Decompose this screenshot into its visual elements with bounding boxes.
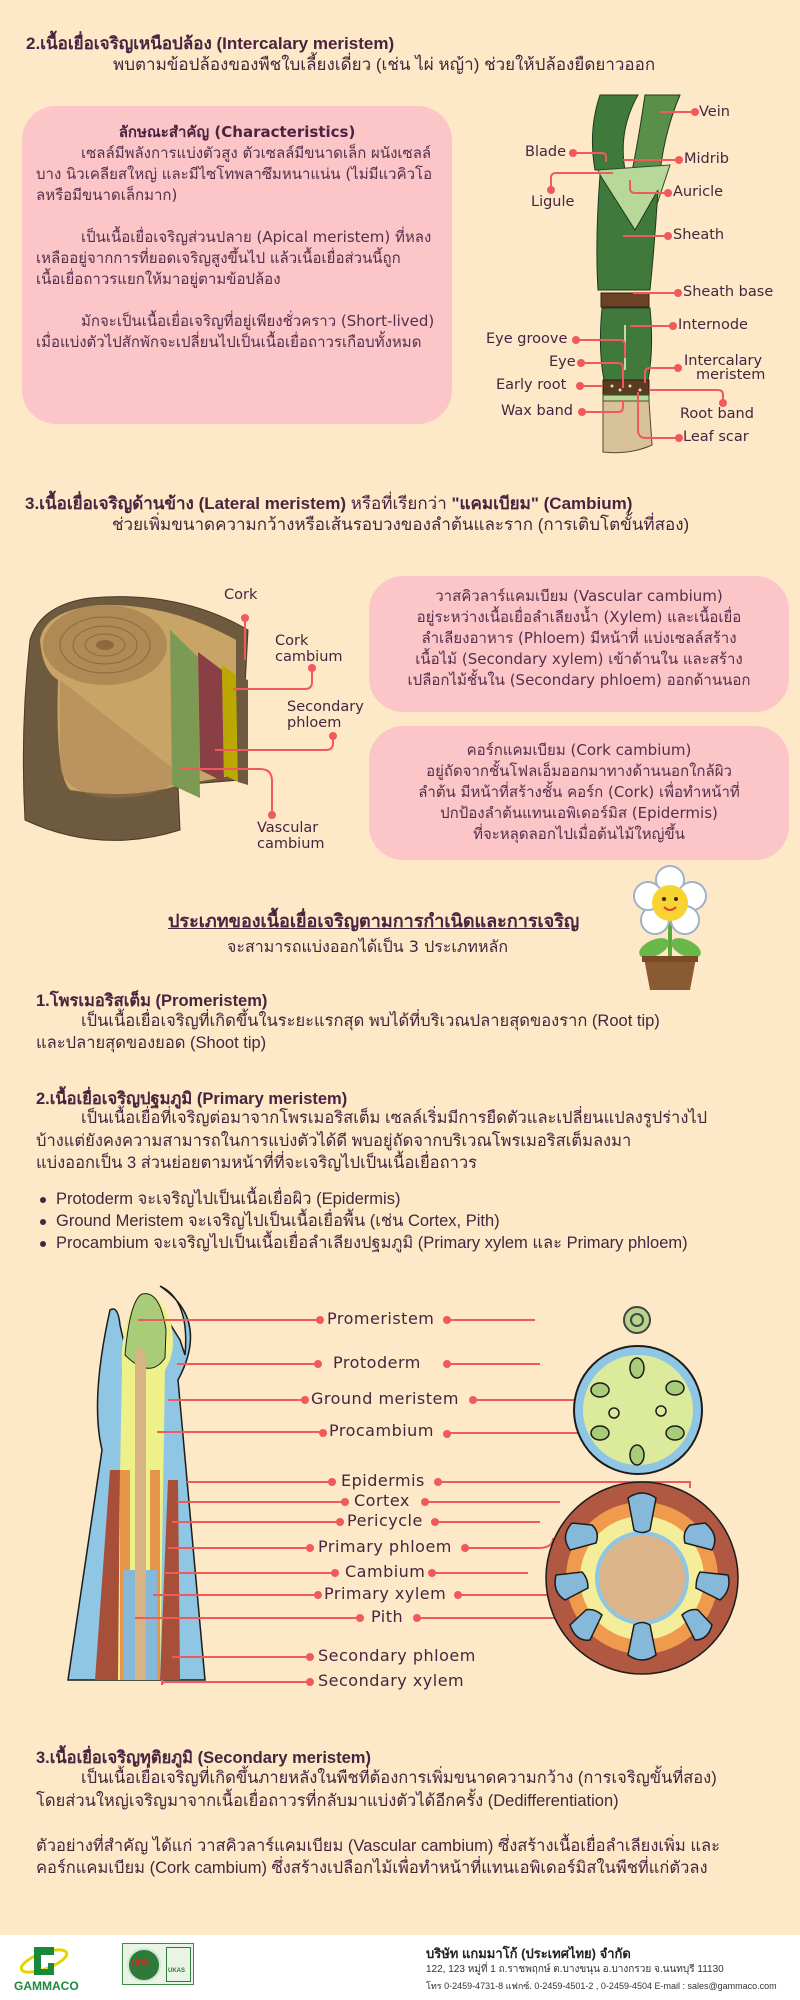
company-name: บริษัท แกมมาโก้ (ประเทศไทย) จำกัด <box>426 1946 631 1961</box>
label-leaf-scar: Leaf scar <box>683 429 749 445</box>
stalk-illustration <box>547 94 727 454</box>
label-pericycle: Pericycle <box>347 1511 423 1530</box>
label-eye: Eye <box>549 354 576 370</box>
characteristics-para-3: มักจะเป็นเนื้อเยื่อเจริญที่อยู่เพียงชั่ว… <box>36 312 435 351</box>
label-cork-cambium-2: cambium <box>275 649 343 665</box>
secondary-line-2: โดยส่วนใหญ่เจริญมาจากเนื้อเยื่อถาวรที่กล… <box>36 1792 619 1810</box>
cork-line-3: ลำต้น มีหน้าที่สร้างชั้น คอร์ก (Cork) เพ… <box>418 783 740 801</box>
label-intercalary-1: Intercalary <box>684 353 763 369</box>
primary-line-1: เป็นเนื้อเยื่อที่เจริญต่อมาจากโพรเมอริสเ… <box>81 1109 708 1127</box>
label-secondary-phloem: Secondary phloem <box>318 1646 476 1665</box>
flower-pot-icon <box>630 865 710 990</box>
primary-title: 2.เนื้อเยื่อเจริญปฐมภูมิ (Primary merist… <box>36 1090 348 1108</box>
label-blade: Blade <box>525 144 566 160</box>
section3-title: 3.เนื้อเยื่อเจริญด้านข้าง (Lateral meris… <box>25 490 632 517</box>
label-cortex: Cortex <box>354 1491 410 1510</box>
label-auricle: Auricle <box>673 184 724 200</box>
vascular-line-4: เนื้อไม้ (Secondary xylem) เข้าด้านใน แล… <box>415 650 743 668</box>
gammaco-logo: GAMMACO <box>14 1941 79 1995</box>
vascular-line-2: อยู่ระหว่างเนื้อเยื่อลำเลียงน้ำ (Xylem) … <box>416 608 742 626</box>
label-secondary-phloem-1: Secondary <box>287 699 364 715</box>
section3-title-quoted: "แคมเบียม" (Cambium) <box>451 494 633 513</box>
bullet-ground-meristem: Ground Meristem จะเจริญไปเป็นเนื้อเยื่อพ… <box>36 1210 688 1232</box>
label-pith: Pith <box>371 1607 404 1626</box>
section3-subtitle: ช่วยเพิ่มขนาดความกว้างหรือเส้นรอบวงของลำ… <box>112 515 690 534</box>
label-primary-xylem: Primary xylem <box>324 1584 447 1603</box>
label-ground-meristem: Ground meristem <box>311 1389 459 1408</box>
secondary-example-1: ตัวอย่างที่สำคัญ ได้แก่ วาสคิวลาร์แคมเบี… <box>36 1837 720 1855</box>
certification-logos: URS UKAS <box>122 1943 194 1985</box>
characteristics-box: ลักษณะสำคัญ (Characteristics) เซลล์มีพลั… <box>22 106 452 424</box>
label-early-root: Early root <box>496 377 567 393</box>
cork-line-4: ปกป้องลำต้นแทนเอพิเดอร์มิส (Epidermis) <box>440 804 718 822</box>
label-epidermis: Epidermis <box>341 1471 425 1490</box>
promeristem-title: 1.โพรเมอริสเต็ม (Promeristem) <box>36 992 268 1010</box>
label-procambium: Procambium <box>329 1421 434 1440</box>
types-subheading: จะสามารถแบ่งออกได้เป็น 3 ประเภทหลัก <box>227 937 509 956</box>
vascular-cambium-box: วาสคิวลาร์แคมเบียม (Vascular cambium) อย… <box>369 576 789 712</box>
label-secondary-phloem: Secondary phloem <box>287 699 364 731</box>
primary-line-2: บ้างแต่ยังคงความสามารถในการแบ่งตัวได้ดี … <box>36 1132 632 1150</box>
section2-title: 2.เนื้อเยื่อเจริญเหนือปล้อง (Intercalary… <box>26 34 395 53</box>
cork-line-1: คอร์กแคมเบียม (Cork cambium) <box>466 741 692 759</box>
types-heading: ประเภทของเนื้อเยื่อเจริญตามการกำเนิดและก… <box>168 911 580 931</box>
ukas-cert-text: UKAS <box>168 1968 186 1974</box>
label-secondary-phloem-2: phloem <box>287 715 342 731</box>
label-internode: Internode <box>678 317 748 333</box>
bullet-protoderm: Protoderm จะเจริญไปเป็นเนื้อเยื่อผิว (Ep… <box>36 1188 688 1210</box>
label-primary-phloem: Primary phloem <box>318 1537 452 1556</box>
characteristics-para-2: เป็นเนื้อเยื่อเจริญส่วนปลาย (Apical meri… <box>36 228 432 288</box>
label-midrib: Midrib <box>684 151 729 167</box>
label-eye-groove: Eye groove <box>486 331 568 347</box>
label-vein: Vein <box>699 104 730 120</box>
vascular-line-1: วาสคิวลาร์แคมเบียม (Vascular cambium) <box>435 587 723 605</box>
footer: GAMMACO URS UKAS บริษัท แกมมาโก้ (ประเทศ… <box>0 1935 800 2000</box>
cork-cambium-box: คอร์กแคมเบียม (Cork cambium) อยู่ถัดจากช… <box>369 726 789 860</box>
vascular-line-5: เปลือกไม้ชั้นใน (Secondary phloem) ออกด้… <box>407 671 751 689</box>
sugarcane-stalk-diagram: Vein Blade Midrib Ligule Auricle Sheath … <box>460 90 800 470</box>
label-cork: Cork <box>224 587 258 603</box>
label-promeristem: Promeristem <box>327 1309 435 1328</box>
bullet-procambium: Procambium จะเจริญไปเป็นเนื้อเยื่อลำเลีย… <box>36 1232 688 1254</box>
label-vascular-cambium-2: cambium <box>257 836 325 852</box>
characteristics-para-1: เซลล์มีพลังการแบ่งตัวสูง ตัวเซลล์มีขนาดเ… <box>36 144 433 204</box>
section2-subtitle: พบตามข้อปล้องของพืชใบเลี้ยงเดี่ยว (เช่น … <box>113 55 656 74</box>
cork-line-2: อยู่ถัดจากชั้นโฟลเอ็มออกมาทางด้านนอกใกล้… <box>426 762 732 780</box>
section3-title-bold: 3.เนื้อเยื่อเจริญด้านข้าง (Lateral meris… <box>25 494 346 513</box>
label-wax-band: Wax band <box>501 403 573 419</box>
label-cambium: Cambium <box>345 1562 426 1581</box>
cambium-log-diagram: Cork Cork cambium Secondary phloem Vascu… <box>0 570 380 860</box>
promeristem-line-1: เป็นเนื้อเยื่อเจริญที่เกิดขึ้นในระยะแรกส… <box>81 1012 660 1030</box>
primary-line-3: แบ่งออกเป็น 3 ส่วนย่อยตามหน้าที่ที่จะเจร… <box>36 1154 477 1172</box>
promeristem-line-2: และปลายสุดของยอด (Shoot tip) <box>36 1034 267 1052</box>
label-vascular-cambium: Vascular cambium <box>257 820 325 852</box>
label-cork-cambium-1: Cork <box>275 633 309 649</box>
urs-cert-text: URS <box>132 1959 149 1968</box>
label-sheath-base: Sheath base <box>683 284 774 300</box>
primary-bullet-list: Protoderm จะเจริญไปเป็นเนื้อเยื่อผิว (Ep… <box>36 1188 688 1254</box>
log-illustration <box>22 596 337 841</box>
root-tip-diagram: Promeristem Protoderm Ground meristem Pr… <box>60 1280 800 1700</box>
company-contact: โทร 0-2459-4731-8 แฟกซ์. 0-2459-4501-2 ,… <box>426 1981 777 1991</box>
ukas-cert-icon <box>166 1947 191 1982</box>
secondary-example-2: คอร์กแคมเบียม (Cork cambium) ซึ่งสร้างเป… <box>36 1859 708 1877</box>
secondary-title: 3.เนื้อเยื่อเจริญทุติยภูมิ (Secondary me… <box>36 1749 371 1767</box>
section3-title-normal: หรือที่เรียกว่า <box>345 494 452 513</box>
gammaco-logo-text: GAMMACO <box>14 1979 79 1993</box>
label-protoderm: Protoderm <box>333 1353 421 1372</box>
cork-line-5: ที่จะหลุดลอกไปเมื่อต้นไม้ใหญ่ขึ้น <box>473 825 685 843</box>
label-ligule: Ligule <box>531 194 575 210</box>
characteristics-heading: ลักษณะสำคัญ (Characteristics) <box>118 123 356 141</box>
vascular-line-3: ลำเลียงอาหาร (Phloem) มีหน้าที่ แบ่งเซลล… <box>421 629 737 647</box>
urs-cert-icon <box>127 1948 161 1982</box>
label-sheath: Sheath <box>673 227 725 243</box>
label-intercalary-2: meristem <box>696 367 766 383</box>
label-cork-cambium: Cork cambium <box>275 633 343 665</box>
label-root-band: Root band <box>680 406 754 422</box>
label-vascular-cambium-1: Vascular <box>257 820 319 836</box>
company-address: 122, 123 หมู่ที่ 1 ถ.ราชพฤกษ์ ต.บางขนุน … <box>426 1964 724 1975</box>
root-illustration <box>67 1285 739 1686</box>
secondary-line-1: เป็นเนื้อเยื่อเจริญที่เกิดขึ้นภายหลังในพ… <box>81 1769 717 1787</box>
label-secondary-xylem: Secondary xylem <box>318 1671 465 1690</box>
